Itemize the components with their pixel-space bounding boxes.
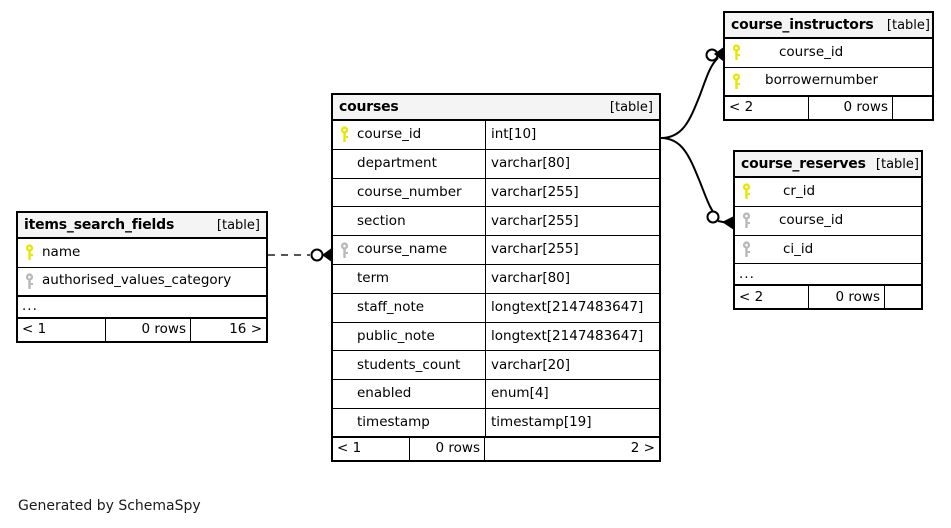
table-row[interactable]: course_id	[725, 39, 932, 68]
column-type: varchar[255]	[485, 207, 659, 236]
column-type: varchar[255]	[485, 178, 659, 207]
table-items-search-fields-header: items_search_fields [table]	[18, 213, 266, 239]
generated-by-caption: Generated by SchemaSpy	[18, 498, 201, 514]
column-name: authorised_values_category	[42, 272, 232, 289]
column-name: department	[357, 154, 437, 171]
column-name: borrowernumber	[765, 72, 879, 89]
table-items-search-fields-title: items_search_fields	[24, 217, 175, 233]
table-row[interactable]: authorised_values_category	[18, 268, 266, 297]
table-courses-title: courses	[339, 99, 399, 115]
primary-key-icon	[725, 44, 747, 61]
prev-page-link[interactable]: < 2	[735, 286, 809, 309]
table-row[interactable]: students_count varchar[20]	[333, 351, 659, 381]
table-row[interactable]: term varchar[80]	[333, 264, 659, 294]
column-name: timestamp	[357, 413, 430, 430]
column-type: int[10]	[485, 121, 659, 149]
table-row[interactable]: enabled enum[4]	[333, 380, 659, 409]
prev-page-link[interactable]: < 2	[725, 96, 809, 119]
next-page-link[interactable]	[885, 286, 921, 308]
index-key-icon	[735, 212, 757, 229]
column-name: ci_id	[783, 240, 814, 257]
primary-key-icon	[725, 73, 747, 90]
table-items-search-fields-tag: [table]	[216, 217, 260, 233]
table-row[interactable]: course_name varchar[255]	[333, 236, 659, 265]
prev-page-link[interactable]: < 1	[333, 437, 410, 460]
row-count: 0 rows	[809, 96, 893, 119]
table-course-reserves-header: course_reserves [table]	[735, 152, 921, 178]
more-columns-indicator: ...	[735, 264, 921, 287]
row-count: 0 rows	[410, 437, 485, 460]
table-courses-header: courses [table]	[333, 95, 659, 121]
table-row[interactable]: ci_id	[735, 236, 921, 265]
column-name: public_note	[357, 327, 435, 344]
column-type: varchar[255]	[485, 236, 659, 264]
table-course-instructors-tag: [table]	[886, 17, 930, 33]
next-page-link[interactable]	[893, 97, 932, 119]
table-row[interactable]: staff_note longtext[2147483647]	[333, 293, 659, 323]
column-name: term	[357, 270, 390, 287]
column-type: enum[4]	[485, 380, 659, 408]
table-course-instructors-footer: < 2 0 rows	[725, 96, 932, 119]
column-name: cr_id	[783, 183, 816, 200]
table-row[interactable]: course_number varchar[255]	[333, 178, 659, 208]
column-name: course_name	[357, 241, 448, 258]
table-row[interactable]: timestamp timestamp[19]	[333, 408, 659, 438]
primary-key-icon	[735, 183, 757, 200]
column-name: course_id	[779, 211, 844, 228]
table-courses[interactable]: courses [table] course_id int[10]	[331, 93, 661, 462]
table-items-search-fields-footer: < 1 0 rows 16 >	[18, 318, 266, 341]
table-row[interactable]: department varchar[80]	[333, 149, 659, 179]
table-courses-tag: [table]	[609, 99, 653, 115]
next-page-link[interactable]: 2 >	[630, 440, 655, 457]
table-course-instructors-title: course_instructors	[731, 17, 874, 33]
primary-key-icon	[333, 126, 355, 143]
column-type: timestamp[19]	[485, 408, 659, 436]
column-type: varchar[80]	[485, 264, 659, 293]
column-name: staff_note	[357, 298, 425, 315]
row-count: 0 rows	[106, 318, 191, 341]
table-items-search-fields[interactable]: items_search_fields [table] name	[16, 211, 268, 343]
edge-courses-to-course-reserves	[660, 137, 734, 230]
table-course-instructors[interactable]: course_instructors [table] course_id	[723, 11, 934, 121]
table-row[interactable]: borrowernumber	[725, 68, 932, 97]
column-name: section	[357, 212, 406, 229]
row-count: 0 rows	[809, 286, 885, 309]
edge-items-search-fields-to-courses	[268, 248, 331, 262]
index-key-icon	[735, 241, 757, 258]
table-row[interactable]: name	[18, 239, 266, 268]
edge-courses-to-course-instructors	[660, 47, 723, 139]
table-course-reserves-tag: [table]	[875, 156, 919, 172]
column-type: varchar[20]	[485, 351, 659, 380]
column-type: varchar[80]	[485, 149, 659, 178]
next-page-link[interactable]: 16 >	[229, 320, 262, 337]
table-course-instructors-header: course_instructors [table]	[725, 13, 932, 39]
table-row[interactable]: course_id	[735, 207, 921, 236]
prev-page-link[interactable]: < 1	[18, 318, 106, 341]
column-name: students_count	[357, 356, 461, 373]
more-columns-indicator: ...	[18, 297, 266, 319]
table-row[interactable]: public_note longtext[2147483647]	[333, 322, 659, 352]
table-course-reserves-title: course_reserves	[741, 156, 866, 172]
index-key-icon	[18, 273, 40, 290]
index-key-icon	[333, 241, 355, 259]
column-name: course_number	[357, 183, 462, 200]
column-name: course_id	[779, 44, 844, 61]
column-name: enabled	[357, 385, 412, 402]
table-row[interactable]: cr_id	[735, 178, 921, 207]
column-type: longtext[2147483647]	[485, 322, 659, 351]
column-type: longtext[2147483647]	[485, 293, 659, 322]
column-name: name	[42, 244, 81, 261]
table-course-reserves[interactable]: course_reserves [table] cr_id	[733, 150, 923, 311]
table-courses-footer: < 1 0 rows 2 >	[333, 437, 659, 460]
primary-key-icon	[18, 244, 40, 261]
column-name: course_id	[357, 126, 422, 143]
table-row[interactable]: section varchar[255]	[333, 207, 659, 237]
table-course-reserves-footer: < 2 0 rows	[735, 286, 921, 309]
table-row[interactable]: course_id int[10]	[333, 121, 659, 150]
